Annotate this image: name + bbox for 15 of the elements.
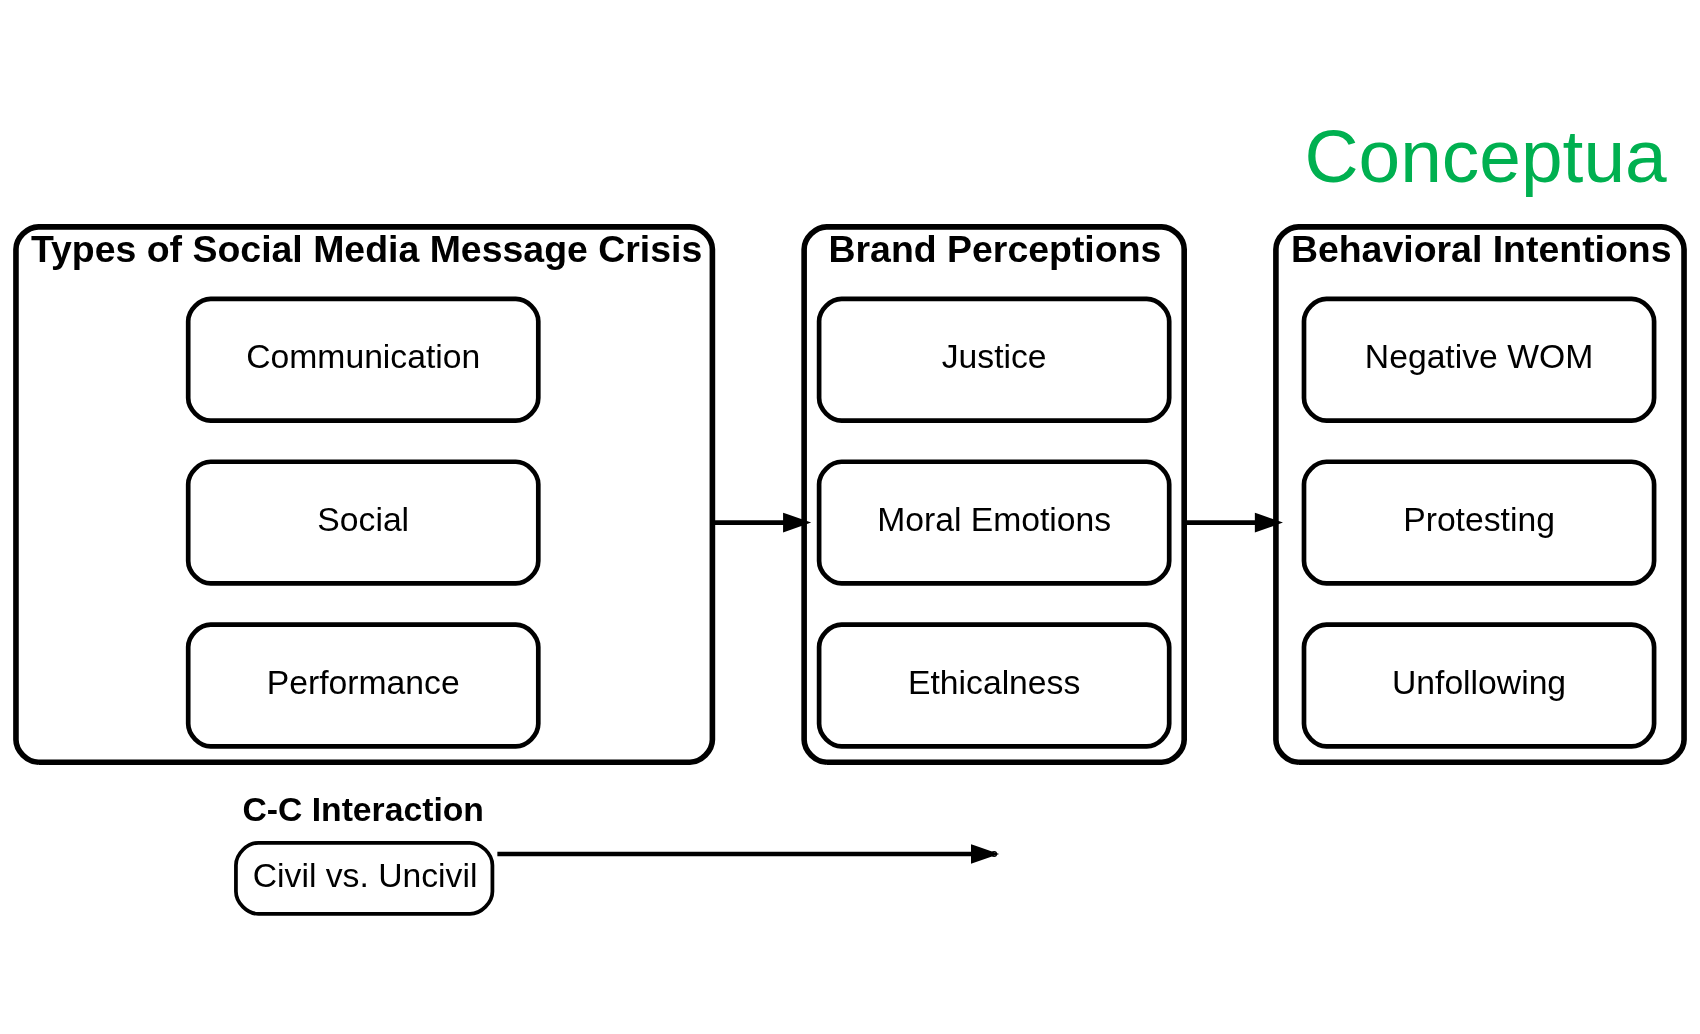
node-box: Communication — [185, 296, 541, 423]
diagram-title: Conceptua — [1304, 113, 1667, 198]
arrow — [497, 844, 1000, 864]
node-box: Ethicalness — [816, 622, 1172, 749]
node-box: Protesting — [1301, 459, 1657, 586]
node-box: Performance — [185, 622, 541, 749]
arrow — [712, 512, 812, 533]
node-box: Unfollowing — [1301, 622, 1657, 749]
node-box: Social — [185, 459, 541, 586]
arrow — [1184, 512, 1283, 533]
node-box: Moral Emotions — [816, 459, 1172, 586]
node-label: C-C Interaction — [242, 791, 484, 829]
node-box: Civil vs. Uncivil — [234, 840, 495, 916]
node-box: Justice — [816, 296, 1172, 423]
node-box: Negative WOM — [1301, 296, 1657, 423]
